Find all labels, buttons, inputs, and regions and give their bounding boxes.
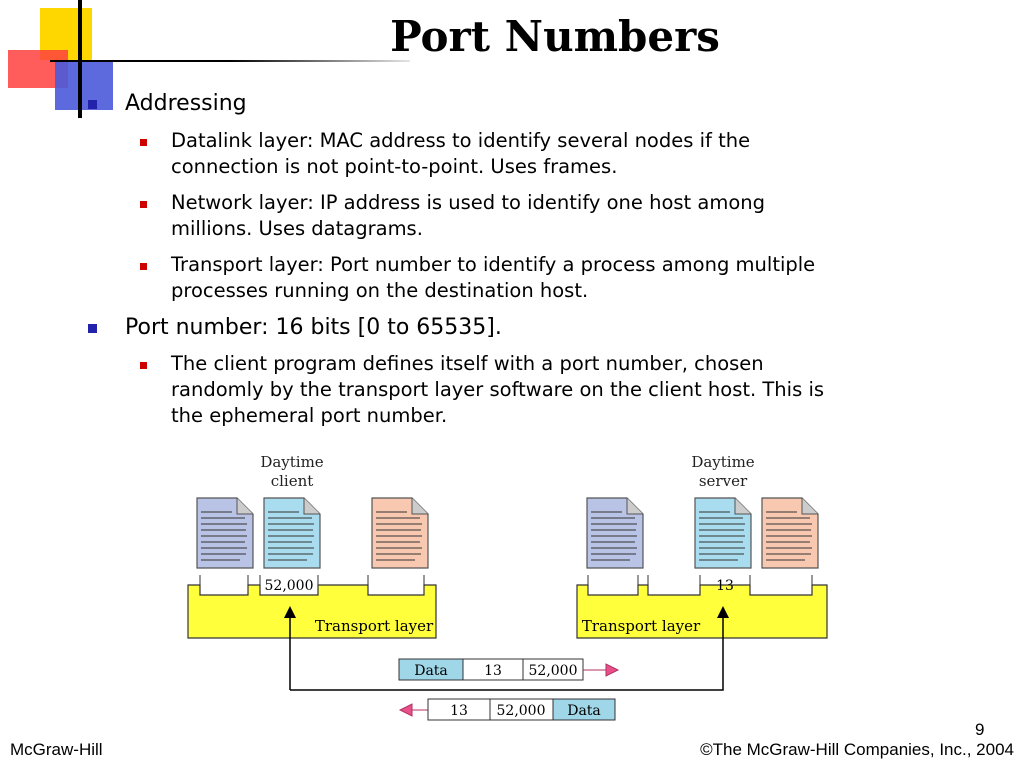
- footer-copyright: ©The McGraw-Hill Companies, Inc., 2004: [700, 740, 1014, 759]
- process-document-icon: [694, 497, 752, 569]
- sub-bullet-text: Datalink layer: MAC address to identify …: [171, 129, 751, 152]
- packet-data-label: Data: [567, 703, 601, 719]
- sub-bullet-text: the ephemeral port number.: [171, 404, 448, 427]
- packet-dest-port: 52,000: [497, 703, 546, 719]
- bullet-text: Port number: 16 bits [0 to 65535].: [125, 315, 502, 340]
- packet-dest-port: 13: [484, 663, 502, 679]
- sub-bullet-text: randomly by the transport layer software…: [171, 378, 825, 401]
- server-label: Daytime: [691, 453, 754, 471]
- transport-layer-label: Transport layer: [582, 617, 701, 635]
- process-document-icon: [263, 497, 321, 569]
- response-packet: 13 52,000 Data: [398, 698, 616, 721]
- connection-line-server: [290, 606, 729, 691]
- server-port-number: 13: [716, 578, 734, 594]
- sub-bullet-text: connection is not point-to-point. Uses f…: [171, 155, 618, 178]
- client-port-number: 52,000: [265, 578, 314, 594]
- sub-bullet-marker: [140, 139, 147, 146]
- sub-bullet-text: Network layer: IP address is used to ide…: [171, 191, 765, 214]
- server-transport-layer: 13 Transport layer: [576, 575, 828, 639]
- sub-bullet-marker: [140, 362, 147, 369]
- request-packet: Data 13 52,000: [398, 658, 620, 681]
- sub-bullet-text: The client program defines itself with a…: [171, 352, 764, 375]
- bullet-text: Addressing: [125, 91, 247, 116]
- client-transport-layer: 52,000 Transport layer: [187, 575, 437, 639]
- packet-src-port: 13: [450, 703, 468, 719]
- sub-bullet-text: Transport layer: Port number to identify…: [171, 253, 816, 276]
- packet-data-label: Data: [414, 663, 448, 679]
- transport-layer-label: Transport layer: [315, 617, 434, 635]
- sub-bullet-text: processes running on the destination hos…: [171, 279, 589, 302]
- process-document-icon: [196, 497, 254, 569]
- port-number-diagram: Daytime client Daytime server 52,000: [187, 453, 828, 721]
- process-document-icon: [761, 497, 819, 569]
- bullet-marker: [88, 324, 97, 333]
- server-label: server: [699, 472, 748, 490]
- bullet-marker: [88, 100, 97, 109]
- process-document-icon: [371, 497, 429, 569]
- sub-bullet-marker: [140, 201, 147, 208]
- process-document-icon: [586, 497, 644, 569]
- arrow-right-icon: [583, 663, 620, 677]
- sub-bullet-marker: [140, 263, 147, 270]
- client-label: client: [271, 472, 314, 490]
- logo-square-blue: [55, 62, 113, 110]
- logo-vertical-line: [78, 0, 82, 118]
- packet-src-port: 52,000: [529, 663, 578, 679]
- footer-publisher: McGraw-Hill: [10, 740, 103, 759]
- arrow-left-icon: [398, 703, 428, 717]
- client-label: Daytime: [260, 453, 323, 471]
- sub-bullet-text: millions. Uses datagrams.: [171, 217, 423, 240]
- page-number: 9: [975, 720, 985, 739]
- slide-title: Port Numbers: [390, 12, 720, 61]
- title-underline: [50, 60, 410, 62]
